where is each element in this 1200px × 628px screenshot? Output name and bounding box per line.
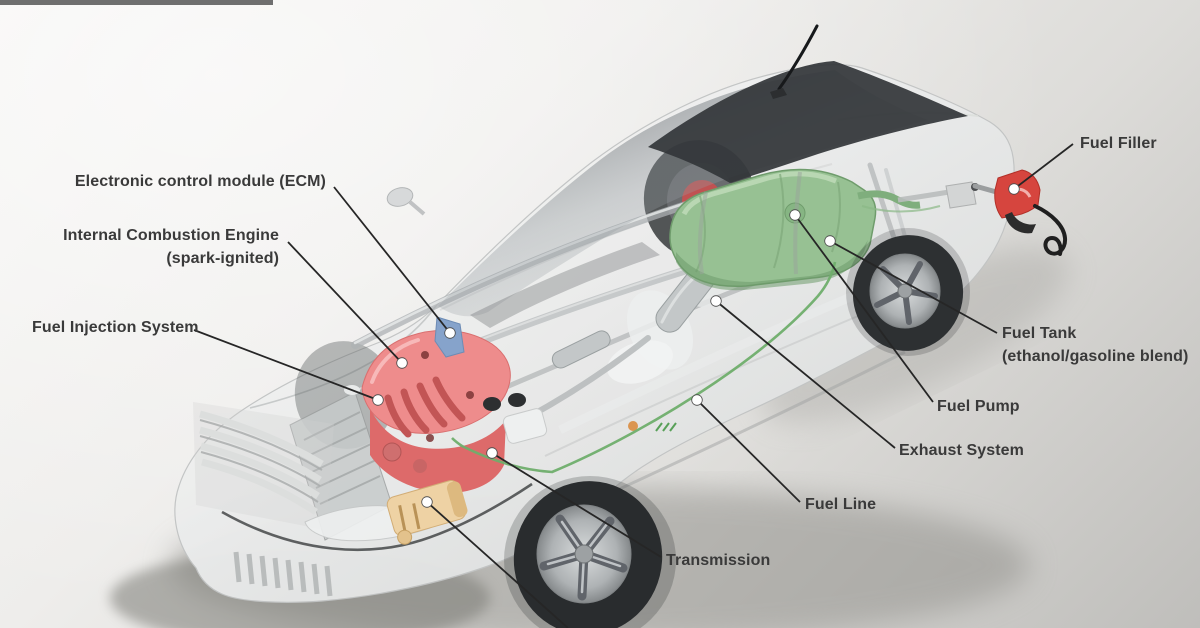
dot-fuel-pump — [789, 209, 801, 221]
leader-exhaust — [715, 300, 896, 449]
label-fuel-injection-system: Fuel Injection System — [32, 316, 199, 339]
dot-ecm — [444, 327, 456, 339]
label-ice-text: Internal Combustion Engine — [63, 227, 279, 244]
hood-gap-shadow — [221, 482, 533, 552]
leader-fuel-injection — [193, 329, 379, 401]
front-wheel — [504, 476, 676, 628]
leader-transmission — [491, 452, 662, 558]
reservoir-bottle — [502, 408, 548, 444]
leader-fuel-pump — [794, 214, 934, 403]
front-end — [193, 385, 677, 597]
intake-runners — [384, 376, 466, 438]
lower-grille — [233, 551, 333, 597]
engine — [361, 329, 548, 493]
antenna — [777, 24, 819, 91]
label-exhaust-text: Exhaust System — [899, 442, 1025, 459]
label-fuel-filler-text: Fuel Filler — [1080, 135, 1157, 152]
nozzle-handle — [1005, 212, 1036, 234]
label-fuel-filler: Fuel Filler — [1080, 132, 1157, 155]
rear-wheel — [846, 228, 970, 356]
label-internal-combustion-engine: Internal Combustion Engine (spark-ignite… — [63, 224, 279, 270]
fuel-door-front-badge — [628, 421, 638, 431]
flex-fuel-badge — [655, 422, 677, 432]
leader-cutoff-bottom — [426, 501, 569, 628]
label-fuel-injection-text: Fuel Injection System — [32, 319, 199, 336]
dashboard — [470, 242, 660, 328]
leader-lines — [193, 143, 1074, 628]
dot-fuel-line — [691, 394, 703, 406]
roof-dark-band — [648, 61, 968, 183]
label-fuel-tank-text: Fuel Tank — [1002, 325, 1077, 342]
label-ecm-text: Electronic control module (ECM) — [74, 173, 326, 190]
greenhouse — [386, 24, 968, 384]
label-transmission-text: Transmission — [666, 552, 771, 569]
label-ecm: Electronic control module (ECM) — [75, 170, 326, 193]
dot-ice — [396, 357, 408, 369]
label-fuel-pump: Fuel Pump — [937, 395, 1020, 418]
resonator — [551, 330, 611, 369]
dot-fuel-injection — [372, 394, 384, 406]
label-ice-subtext: (spark-ignited) — [166, 250, 279, 267]
label-fuel-line: Fuel Line — [805, 493, 876, 516]
label-transmission: Transmission — [666, 549, 770, 572]
leader-fuel-line — [696, 399, 801, 503]
dot-exhaust — [710, 295, 722, 307]
hood-seam — [249, 305, 437, 409]
transmission-unit — [386, 480, 468, 545]
leader-ice — [287, 241, 403, 364]
tank-straps — [697, 171, 802, 275]
label-fuel-line-text: Fuel Line — [805, 496, 877, 513]
engine-block-lower — [370, 408, 506, 493]
leader-fuel-tank — [829, 240, 998, 334]
nozzle-hose — [1033, 204, 1068, 256]
dot-fuel-filler — [1008, 183, 1020, 195]
label-exhaust-system: Exhaust System — [899, 439, 1024, 462]
top-browser-bar-remnant — [0, 0, 273, 5]
leader-ecm — [333, 186, 451, 334]
grille-slats — [199, 410, 324, 515]
fuel-line-path — [451, 261, 837, 474]
dot-transmission — [486, 447, 498, 459]
dot-fuel-tank — [824, 235, 836, 247]
leader-fuel-filler — [1013, 143, 1074, 190]
callout-dots — [372, 183, 1020, 508]
label-fuel-tank-subtext: (ethanol/gasoline blend) — [1002, 348, 1189, 365]
label-fuel-tank: Fuel Tank (ethanol/gasoline blend) — [1002, 322, 1188, 368]
side-mirror — [386, 187, 414, 207]
dot-cutoff-bottom — [421, 496, 433, 508]
nozzle-body — [994, 169, 1041, 219]
label-fuel-pump-text: Fuel Pump — [937, 398, 1020, 415]
